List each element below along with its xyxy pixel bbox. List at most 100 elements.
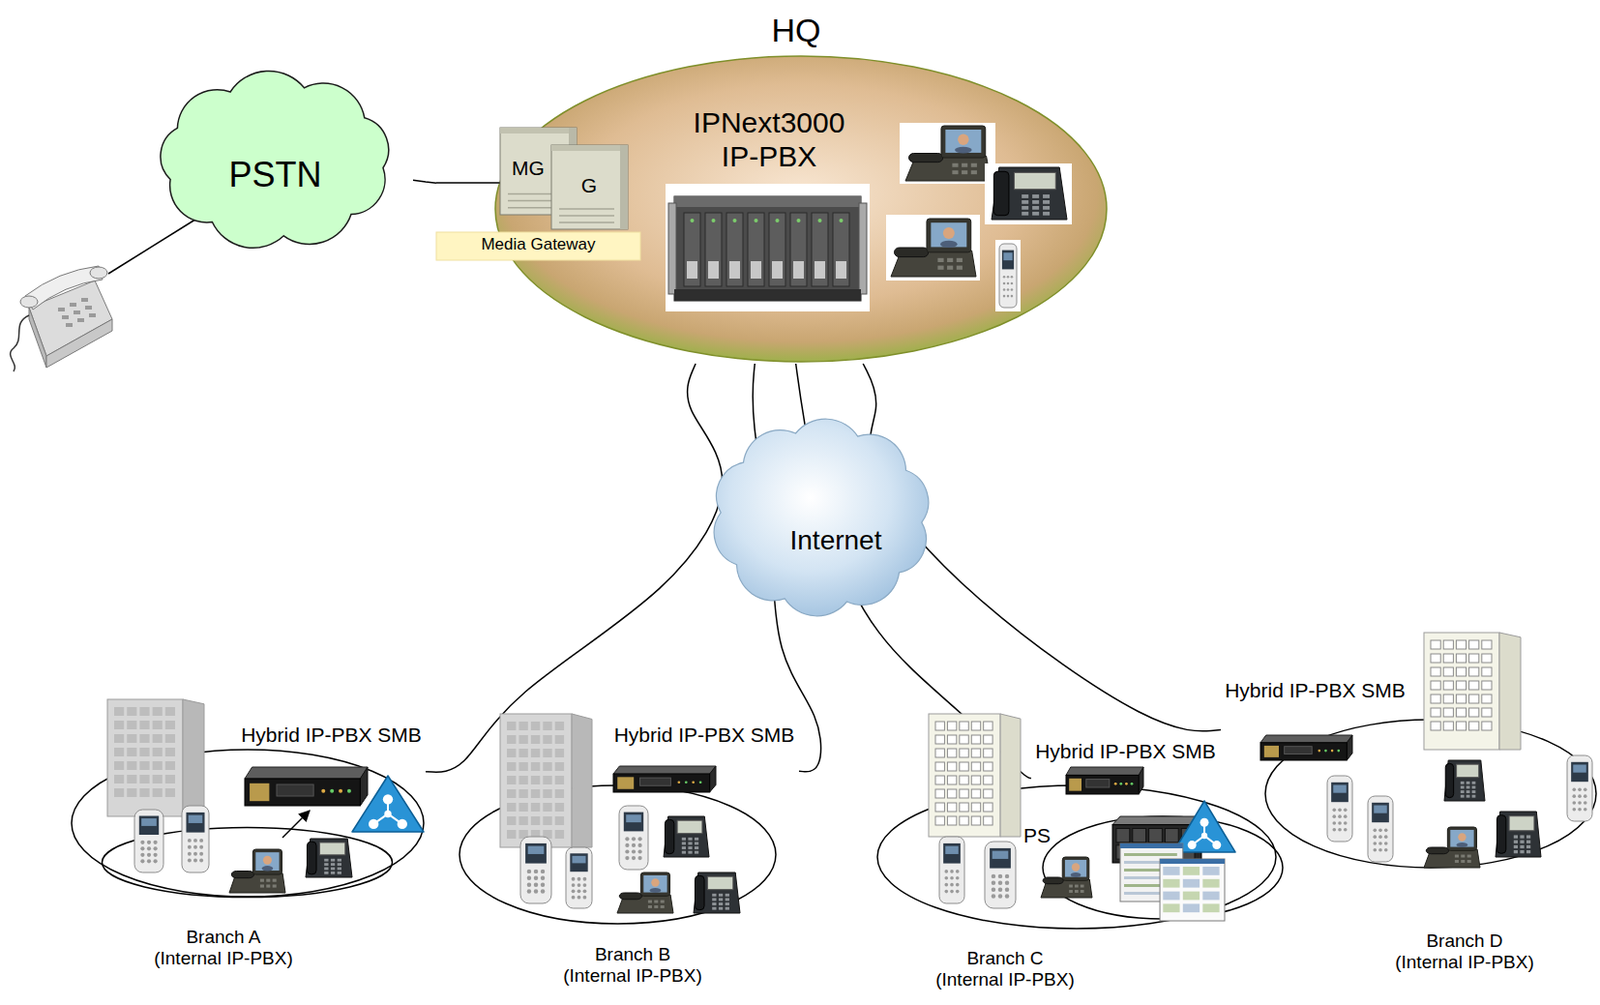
phone-handset bbox=[1445, 763, 1453, 798]
chassis-port bbox=[771, 261, 783, 279]
building-window bbox=[935, 802, 945, 812]
phone-key bbox=[694, 851, 699, 855]
building-window bbox=[971, 775, 980, 785]
building bbox=[571, 713, 593, 848]
phone-key bbox=[718, 902, 723, 906]
phone-screen bbox=[643, 875, 667, 893]
building-window bbox=[1481, 708, 1492, 717]
pbx-led bbox=[691, 780, 695, 784]
building-window bbox=[1455, 681, 1466, 690]
phone-key bbox=[571, 883, 576, 888]
phone-key bbox=[991, 881, 996, 886]
phone-key bbox=[153, 859, 158, 863]
software-window bbox=[1120, 843, 1184, 902]
pbx-led bbox=[338, 789, 343, 794]
building-window bbox=[542, 721, 552, 731]
building-window bbox=[139, 747, 149, 757]
building-window bbox=[139, 720, 149, 730]
phone-key bbox=[1472, 795, 1477, 799]
phone-key bbox=[1466, 785, 1471, 789]
phone-key bbox=[330, 862, 335, 866]
building-window bbox=[1430, 694, 1441, 704]
phone-handset bbox=[619, 892, 642, 900]
phone-key bbox=[1074, 885, 1079, 889]
phone-key bbox=[944, 869, 949, 874]
phone-screen bbox=[141, 818, 157, 827]
phone-key bbox=[1080, 889, 1085, 893]
screen-image bbox=[263, 856, 272, 865]
pbx-panel bbox=[640, 777, 672, 786]
screen-image bbox=[940, 240, 958, 248]
text-slot: IPNext3000 IP-PBX bbox=[681, 106, 857, 174]
chassis-led bbox=[711, 218, 716, 223]
phone-key bbox=[571, 877, 576, 882]
pbx-panel bbox=[617, 776, 634, 789]
building-window bbox=[971, 721, 980, 731]
phone-screen bbox=[1447, 827, 1477, 851]
phone-key bbox=[1577, 807, 1582, 812]
phone-key bbox=[638, 856, 643, 860]
chassis-led bbox=[733, 218, 738, 223]
phone-key bbox=[1010, 282, 1014, 286]
building-window bbox=[165, 747, 176, 757]
phone-key bbox=[533, 869, 538, 874]
building-window bbox=[531, 721, 540, 731]
phone-key bbox=[583, 883, 588, 888]
building-window bbox=[947, 721, 956, 731]
phone-key bbox=[951, 170, 958, 175]
building-window bbox=[542, 802, 552, 812]
chassis-led bbox=[775, 218, 780, 223]
building-window bbox=[506, 762, 516, 771]
phone-key bbox=[1519, 845, 1524, 849]
phone-key bbox=[1021, 200, 1029, 205]
phone-key bbox=[61, 315, 69, 320]
phone-key bbox=[199, 859, 204, 863]
network-icon bbox=[1200, 818, 1210, 828]
phone-key bbox=[718, 907, 723, 911]
phone-key bbox=[1005, 887, 1009, 891]
building-window bbox=[555, 748, 564, 758]
register-arrow bbox=[282, 810, 310, 838]
branch-ellipse: Branch B (Internal IP-PBX)Hybrid IP-PBX … bbox=[444, 677, 794, 989]
handset-phone bbox=[181, 805, 209, 873]
internet-cloud: Internet bbox=[693, 403, 949, 633]
node-art bbox=[495, 56, 1107, 362]
gateway-wire bbox=[436, 181, 502, 184]
branch-name: Branch C (Internal IP-PBX) bbox=[933, 948, 1077, 991]
phone-key bbox=[998, 874, 1003, 879]
node-outline bbox=[1209, 619, 1600, 978]
phone-key bbox=[1343, 828, 1348, 832]
building-window bbox=[114, 734, 124, 743]
phone-key bbox=[1332, 821, 1336, 826]
pbx-device bbox=[613, 766, 716, 774]
phone-screen bbox=[1333, 785, 1347, 794]
handset-phone bbox=[999, 243, 1017, 308]
phone-screen bbox=[941, 125, 986, 158]
phone-key bbox=[648, 905, 652, 909]
building-window bbox=[555, 816, 564, 826]
desk-phone bbox=[305, 838, 353, 878]
phone-key bbox=[1513, 834, 1518, 838]
phone-key bbox=[1372, 834, 1377, 839]
phone-cord bbox=[10, 315, 30, 372]
building-window bbox=[126, 707, 137, 716]
phone-screen bbox=[943, 843, 961, 864]
branch-ellipse: Branch A (Internal IP-PBX)Hybrid IP-PBX … bbox=[58, 677, 445, 978]
building-window bbox=[542, 775, 552, 785]
phone-key bbox=[540, 882, 545, 887]
software-window bbox=[1202, 879, 1219, 889]
phone-handset bbox=[1496, 815, 1506, 854]
chassis-slot bbox=[832, 212, 850, 287]
building-window bbox=[165, 720, 176, 730]
phone-key bbox=[956, 266, 963, 270]
pbx-panel bbox=[1068, 778, 1082, 792]
image-ground bbox=[886, 214, 980, 281]
phone-key bbox=[1460, 855, 1465, 859]
building-window bbox=[531, 802, 540, 812]
phone-key bbox=[199, 852, 204, 857]
building-window bbox=[114, 747, 124, 757]
phone-screen bbox=[571, 856, 586, 864]
node-art bbox=[713, 418, 929, 617]
network-icon bbox=[1212, 840, 1221, 850]
phone-screen bbox=[569, 853, 588, 872]
